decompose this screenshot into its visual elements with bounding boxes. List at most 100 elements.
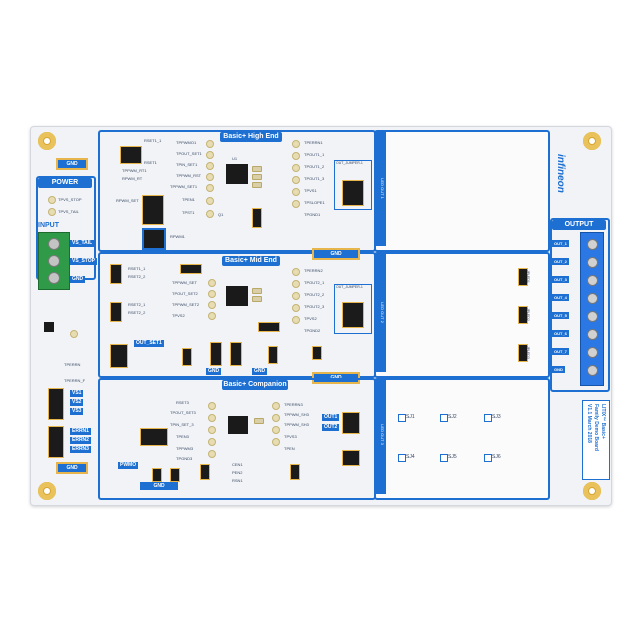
label-u1: U1 (232, 156, 238, 161)
vs3-label: VS3 (70, 408, 84, 415)
label-tpin-set3: TPIN_SET_3 (170, 422, 194, 427)
label-tperrn3: TPERRN3 (284, 402, 303, 407)
label-rset1-1: RSET1_1 (144, 138, 162, 143)
led-out-label-3: LED OUT 3 (379, 424, 385, 445)
test-point (292, 292, 300, 300)
board-title-line-3: V1.1 March 2018 (586, 404, 592, 443)
header-pins[interactable] (342, 450, 360, 466)
led-out-strip-1 (376, 132, 386, 246)
test-point (206, 173, 214, 181)
label-rpwm1: RPWM1 (170, 234, 185, 239)
out-jumper-pins[interactable] (342, 180, 364, 206)
sj-pad-5[interactable] (440, 454, 448, 462)
header-pins[interactable] (142, 228, 166, 250)
label-tpout2-2: TPOUT2_2 (304, 292, 325, 297)
vs-header-pins[interactable] (48, 388, 64, 420)
output-header: OUTPUT (552, 220, 606, 230)
out4-pin-label: OUT_4 (552, 294, 569, 301)
label-tpout1-1: TPOUT1_1 (304, 152, 325, 157)
test-point (292, 304, 300, 312)
vs1-label: VS1 (70, 390, 84, 397)
label-tpen1: TPEN1 (182, 197, 195, 202)
errn-header-pins[interactable] (48, 426, 64, 458)
jumper[interactable] (182, 348, 192, 366)
label-rpwm-set: RPWM_SET (116, 198, 139, 203)
mounting-hole-bottom-left (38, 482, 56, 500)
jumper[interactable] (210, 342, 222, 366)
out-jumper-pins[interactable] (342, 302, 364, 328)
jumper[interactable] (230, 342, 242, 366)
jumper[interactable] (290, 464, 300, 480)
sj-pad-3[interactable] (484, 414, 492, 422)
header-pins[interactable] (110, 344, 128, 368)
header-pins[interactable] (120, 146, 142, 164)
screw-icon (587, 293, 598, 304)
board-title-line-2: Family Demo Board (593, 404, 599, 451)
label-jpled2: JPLED2 (526, 308, 530, 321)
header-pins[interactable] (110, 302, 122, 322)
label-sj6: SJ6 (492, 454, 501, 460)
label-out-jumper-2: OUT_JUMPER-1 (336, 285, 363, 289)
header-pins[interactable] (180, 264, 202, 274)
label-rset2-1: RSET2_1 (128, 302, 146, 307)
label-tpvs1: TPVS1 (304, 188, 317, 193)
power-header: POWER (38, 178, 92, 188)
test-point (292, 140, 300, 148)
sj-pad-1[interactable] (398, 414, 406, 422)
out2-label: OUT2 (322, 424, 340, 431)
sj-pad-4[interactable] (398, 454, 406, 462)
component-chip (44, 322, 54, 332)
board-title-line-1: LITIX™ Basic+ (600, 404, 606, 439)
jumper[interactable] (170, 468, 180, 482)
header-pins[interactable] (140, 428, 168, 446)
ic-chip-u1 (226, 164, 248, 184)
screw-icon (587, 365, 598, 376)
label-tppwm-set1: TPPWM_SET1 (170, 184, 198, 189)
mounting-hole-top-right (583, 132, 601, 150)
sj-pad-2[interactable] (440, 414, 448, 422)
led-out-strip-2 (376, 254, 386, 372)
jumper-jpendem1[interactable] (252, 208, 262, 228)
header-pins[interactable] (342, 412, 360, 434)
screw-icon (587, 347, 598, 358)
label-tpgnd1: TPGND1 (304, 212, 321, 217)
errn2-label: ERRN2 (70, 437, 91, 444)
label-tppwm-sh3b: TPPWM_SH3 (284, 422, 309, 427)
pwmo-label: PWMO (118, 462, 139, 469)
gnd-tab-bottom: GND (56, 462, 88, 474)
led-out-panel-1 (374, 130, 550, 252)
jumper-jpled2[interactable] (518, 306, 528, 324)
header-pins[interactable] (258, 322, 280, 332)
jumper-jpled1[interactable] (518, 268, 528, 286)
input-terminal-block (38, 232, 70, 290)
companion-header: Basic+ Companion (222, 380, 288, 390)
test-point (206, 184, 214, 192)
errn3-label: ERRN3 (70, 446, 91, 453)
test-point (292, 164, 300, 172)
jumper-jpled3[interactable] (518, 344, 528, 362)
vs2-label: VS2 (70, 399, 84, 406)
gnd-label-mid-1: GND (206, 368, 222, 375)
label-rset2-2b: RSET2_2 (128, 310, 146, 315)
jumper[interactable] (200, 464, 210, 480)
jumper[interactable] (312, 346, 322, 360)
tp-tail-point (48, 208, 56, 216)
header-pins[interactable] (110, 264, 122, 284)
sj-pad-6[interactable] (484, 454, 492, 462)
label-rsn1: RSN1 (232, 478, 243, 483)
test-point (208, 279, 216, 287)
jumper[interactable] (268, 346, 278, 364)
label-tpst1: TPST1 (182, 210, 195, 215)
test-point (292, 268, 300, 276)
label-tpen3: TPEN3 (176, 434, 189, 439)
out5-pin-label: OUT_5 (552, 312, 569, 319)
test-point (208, 301, 216, 309)
label-tpout1-3: TPOUT1_3 (304, 176, 325, 181)
label-tppwm-rst: TPPWM_RST (176, 173, 202, 178)
test-point (206, 151, 214, 159)
tperrn-label: TPERRN (64, 362, 81, 367)
jumper[interactable] (152, 468, 162, 482)
header-pins[interactable] (142, 195, 164, 225)
label-tpvs3: TPVS3 (284, 434, 297, 439)
out3-pin-label: OUT_3 (552, 276, 569, 283)
